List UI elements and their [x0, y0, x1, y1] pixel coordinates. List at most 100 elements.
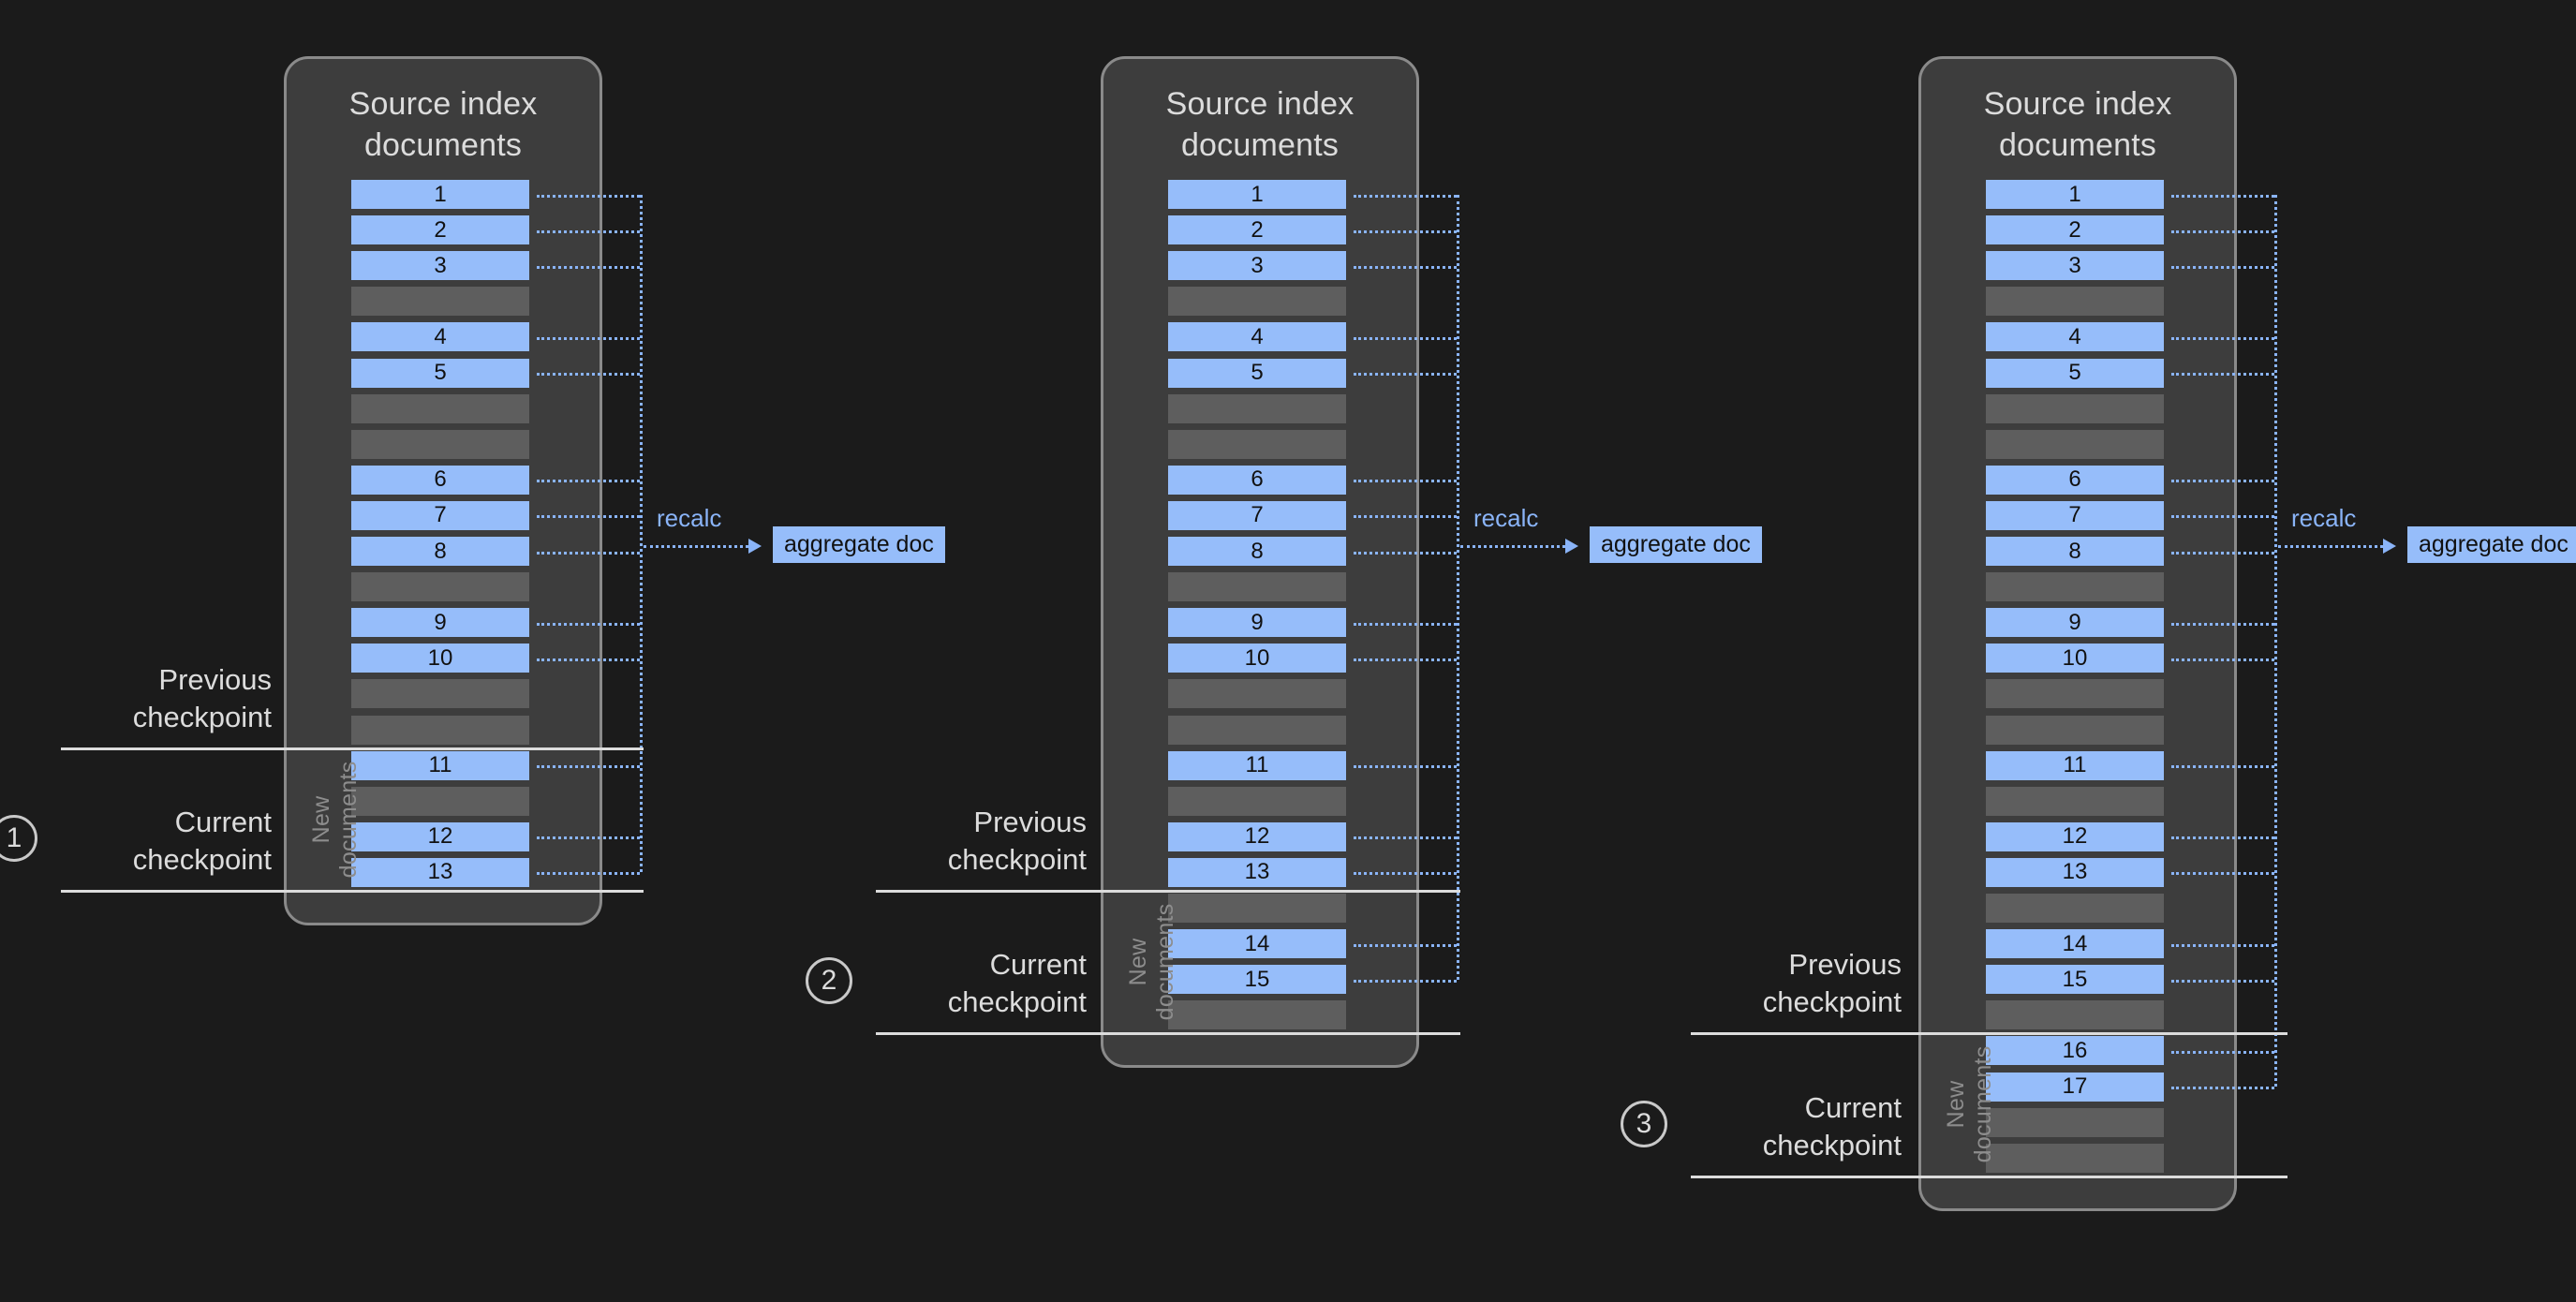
document-row-label: 14 [1244, 930, 1270, 956]
document-row: 13 [1986, 857, 2164, 887]
document-row-label: 12 [2062, 823, 2088, 850]
row-connector-line [537, 872, 640, 876]
row-connector-line [1354, 373, 1457, 376]
document-row-label: 2 [2068, 216, 2081, 243]
gap-row [351, 429, 529, 459]
gap-row [351, 572, 529, 602]
row-connector-line [1354, 836, 1457, 840]
gap-row [351, 715, 529, 745]
row-connector-line [1354, 658, 1457, 661]
document-row: 6 [1168, 465, 1346, 495]
document-row-label: 2 [434, 216, 447, 243]
document-row-label: 4 [1251, 323, 1264, 349]
document-row: 13 [351, 857, 529, 887]
document-row: 1 [351, 180, 529, 209]
document-row-label: 8 [1251, 538, 1264, 564]
document-row-label: 16 [2062, 1037, 2088, 1063]
document-row: 11 [1986, 750, 2164, 780]
document-row: 12 [1168, 821, 1346, 851]
new-documents-label-2: New documents [1125, 903, 1178, 1021]
gap-row [1168, 1000, 1346, 1030]
row-connector-line [1354, 265, 1457, 269]
document-row: 10 [1168, 644, 1346, 673]
gap-row [1168, 894, 1346, 923]
current-checkpoint-line-3 [1691, 1175, 2287, 1178]
row-connector-line [2171, 336, 2274, 340]
document-row-label: 2 [1251, 216, 1264, 243]
recalc-arrow-head [1565, 539, 1578, 554]
document-row: 9 [1168, 608, 1346, 638]
document-row: 4 [1986, 322, 2164, 352]
gap-row [1168, 429, 1346, 459]
row-connector-line [537, 836, 640, 840]
document-row-label: 4 [2068, 323, 2081, 349]
document-row: 7 [351, 500, 529, 530]
current-checkpoint-label-3: Current checkpoint [1762, 1090, 1902, 1161]
gap-row [1986, 287, 2164, 317]
document-row: 5 [351, 358, 529, 388]
document-row-label: 1 [2068, 181, 2081, 207]
gap-row [1168, 715, 1346, 745]
current-checkpoint-label-1: Current checkpoint [132, 806, 272, 876]
document-row-label: 10 [2062, 644, 2088, 671]
row-connector-line [537, 229, 640, 233]
row-connector-line [1354, 229, 1457, 233]
document-row: 4 [1168, 322, 1346, 352]
gap-row [351, 786, 529, 816]
row-connector-line [2171, 622, 2274, 626]
gap-row [1986, 1143, 2164, 1173]
row-connector-line [2171, 480, 2274, 483]
document-row-label: 7 [2068, 502, 2081, 528]
document-row: 9 [351, 608, 529, 638]
document-row-label: 5 [1251, 360, 1264, 385]
gap-row [1986, 1107, 2164, 1137]
row-connector-line [1354, 194, 1457, 198]
document-row: 7 [1168, 500, 1346, 530]
row-connector-line [2171, 658, 2274, 661]
gap-row [1168, 572, 1346, 602]
row-connector-line [2171, 872, 2274, 876]
step-number-badge-3: 3 [1621, 1100, 1667, 1147]
document-row: 8 [351, 537, 529, 566]
panel-title-3: Source index documents [1983, 86, 2172, 163]
document-row-label: 9 [1251, 609, 1264, 635]
document-row: 16 [1986, 1036, 2164, 1066]
previous-checkpoint-line-2 [876, 890, 1460, 893]
document-row-label: 10 [1244, 644, 1270, 671]
document-row: 15 [1168, 965, 1346, 995]
document-row-label: 6 [1251, 466, 1264, 493]
row-connector-line [2171, 765, 2274, 769]
document-row-label: 11 [1245, 752, 1269, 778]
gap-row [1168, 287, 1346, 317]
previous-checkpoint-label-2: Previous checkpoint [947, 806, 1087, 876]
row-connector-line [537, 551, 640, 555]
gap-row [1986, 894, 2164, 923]
recalc-label: recalc [657, 504, 722, 532]
row-connector-line [1354, 622, 1457, 626]
document-row: 2 [1168, 215, 1346, 245]
row-connector-line [537, 765, 640, 769]
gap-row [1986, 572, 2164, 602]
row-connector-line [1354, 480, 1457, 483]
document-row-label: 3 [434, 252, 447, 278]
recalc-arrow-line [1460, 545, 1565, 548]
aggregation-bus-line [640, 194, 643, 873]
aggregate-doc-box: aggregate doc [773, 526, 945, 563]
gap-row [1168, 679, 1346, 709]
document-row: 10 [1986, 644, 2164, 673]
document-row-label: 14 [2062, 930, 2088, 956]
document-row-label: 12 [1244, 823, 1270, 850]
document-row-label: 11 [2063, 752, 2087, 778]
document-row-label: 9 [434, 609, 447, 635]
document-row-label: 13 [2062, 859, 2088, 885]
gap-row [1986, 715, 2164, 745]
document-row: 14 [1168, 929, 1346, 959]
panel-title-1: Source index documents [348, 86, 538, 163]
row-connector-line [2171, 194, 2274, 198]
document-row-label: 13 [1244, 859, 1270, 885]
document-row-label: 8 [2068, 538, 2081, 564]
row-connector-line [2171, 373, 2274, 376]
step-number-badge-2: 2 [806, 957, 852, 1005]
document-row: 3 [351, 251, 529, 281]
